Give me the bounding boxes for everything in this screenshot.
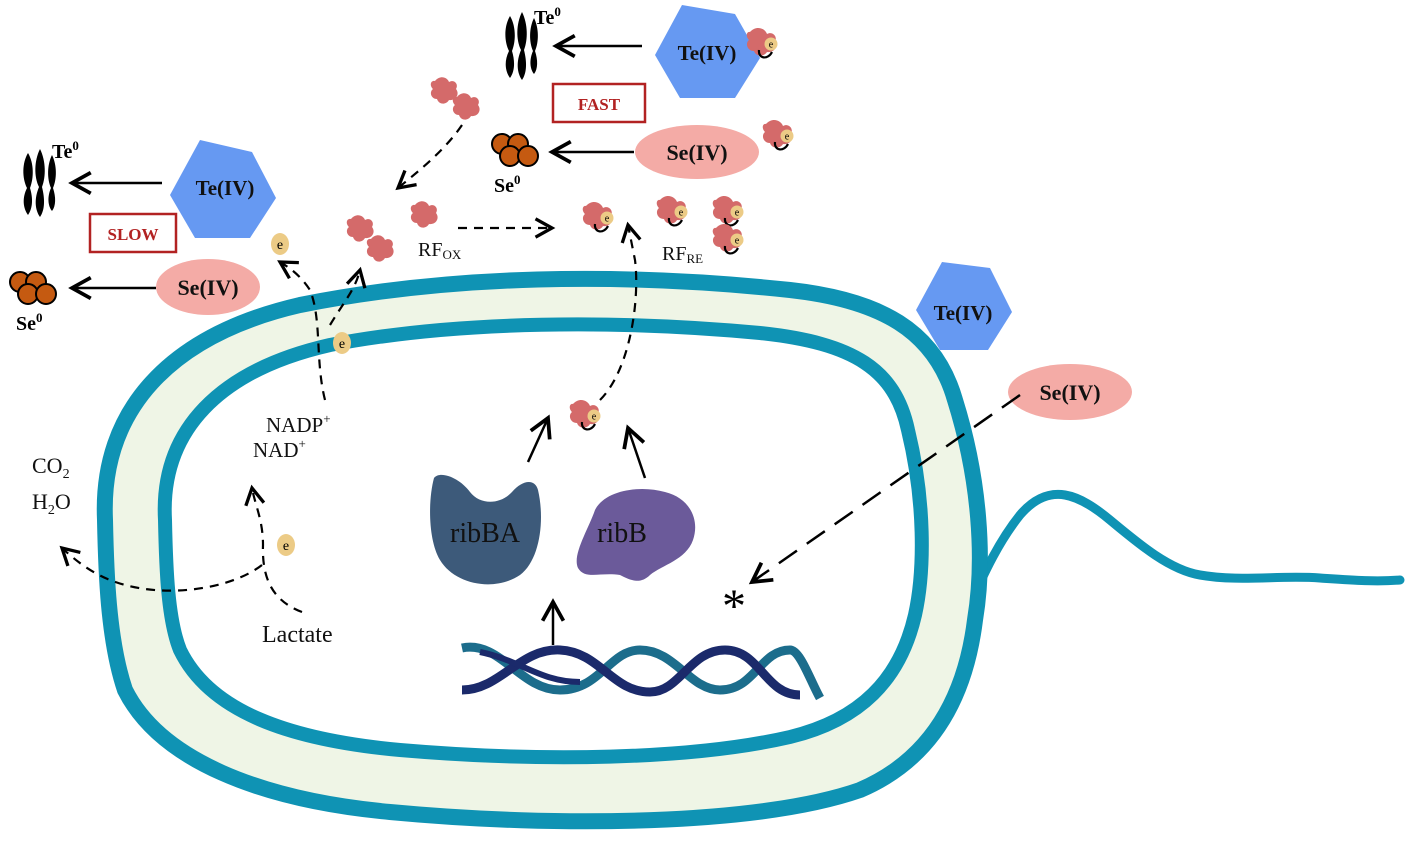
arrow-ribb-to-rf <box>622 424 647 479</box>
svg-text:H2O: H2O <box>32 489 71 518</box>
nadp-nad-label: NADP+ NAD+ <box>253 411 331 462</box>
se-iv-ellipse-slow <box>156 259 260 315</box>
lactate-oxidation-path <box>244 484 303 614</box>
slow-pathway: Te0 Te(IV) SLOW Se0 Se(IV) <box>9 138 276 335</box>
svg-text:e: e <box>283 539 289 554</box>
svg-text:NADP+: NADP+ <box>266 411 331 437</box>
te0-label-fast: Te0 <box>534 4 561 29</box>
ribb-enzyme: ribB <box>576 489 696 581</box>
riboflavin-oxidized-3 <box>346 215 374 242</box>
riboflavin-reduced-4 <box>711 222 745 255</box>
te-iv-hexagon-incoming <box>916 262 1012 350</box>
svg-text:CO2: CO2 <box>32 453 70 482</box>
svg-text:e: e <box>339 337 345 352</box>
se0-nanoparticles-slow <box>9 271 57 305</box>
te0-nanorods-slow <box>23 149 56 217</box>
riboflavin-reduced-se-fast <box>761 118 795 151</box>
svg-text:e: e <box>277 238 283 253</box>
te-iv-hexagon-fast <box>655 5 760 98</box>
te0-nanorods-fast <box>505 12 538 80</box>
rf-membrane-path <box>329 266 367 326</box>
riboflavin-reduced-3 <box>711 194 745 227</box>
rf-diffusion-path <box>395 124 463 191</box>
te-iv-label-incoming: Te(IV) <box>934 301 993 325</box>
slow-rate-label: SLOW <box>107 225 158 244</box>
se0-nanoparticles-fast <box>491 133 539 167</box>
se-iv-ellipse-incoming <box>1008 364 1132 420</box>
rf-secretion-path <box>599 221 642 401</box>
fast-rate-label: FAST <box>578 95 621 114</box>
te-iv-label-fast: Te(IV) <box>678 41 737 65</box>
arrow-ribba-to-rf <box>526 414 552 463</box>
co2-release-path <box>59 545 263 592</box>
ribba-label: ribBA <box>450 518 521 549</box>
co2-h2o-label: CO2 H2O <box>32 453 71 518</box>
te0-label-slow: Te0 <box>52 138 79 163</box>
se-iv-label-slow: Se(IV) <box>177 275 238 300</box>
bacterial-cell <box>96 270 1405 830</box>
se-iv-ellipse-fast <box>635 125 759 179</box>
incoming-oxyanions: Te(IV) Se(IV) * <box>722 262 1132 633</box>
svg-text:NAD+: NAD+ <box>253 436 306 462</box>
fast-rate-box <box>551 82 647 124</box>
ribba-enzyme: ribBA <box>430 474 541 585</box>
intracellular-reduction-asterisk: * <box>722 580 746 633</box>
rf-ox-label: RFOX <box>418 239 462 262</box>
se-iv-label-fast: Se(IV) <box>666 140 727 165</box>
riboflavin-reduced-2 <box>655 194 689 227</box>
fast-pathway: Te0 Te(IV) FAST Se0 Se(IV) <box>491 4 795 197</box>
flagellum <box>963 490 1405 615</box>
te-iv-hexagon-slow <box>170 140 276 238</box>
ribb-label: ribB <box>597 518 647 549</box>
lactate-label: Lactate <box>262 622 333 648</box>
rf-re-label: RFRE <box>662 243 703 266</box>
slow-rate-box <box>88 212 178 254</box>
dna-double-helix <box>461 642 824 701</box>
se0-label-slow: Se0 <box>16 310 43 335</box>
se-iv-label-incoming: Se(IV) <box>1039 380 1100 405</box>
se-iv-uptake-path <box>748 393 1021 585</box>
riboflavin-oxidized-4 <box>366 235 394 262</box>
riboflavin-oxidized-5 <box>410 201 438 228</box>
riboflavin-oxidized-2 <box>452 93 480 120</box>
te-iv-label-slow: Te(IV) <box>196 176 255 200</box>
se0-label-fast: Se0 <box>494 172 521 197</box>
riboflavin-reduced-1 <box>581 200 615 233</box>
